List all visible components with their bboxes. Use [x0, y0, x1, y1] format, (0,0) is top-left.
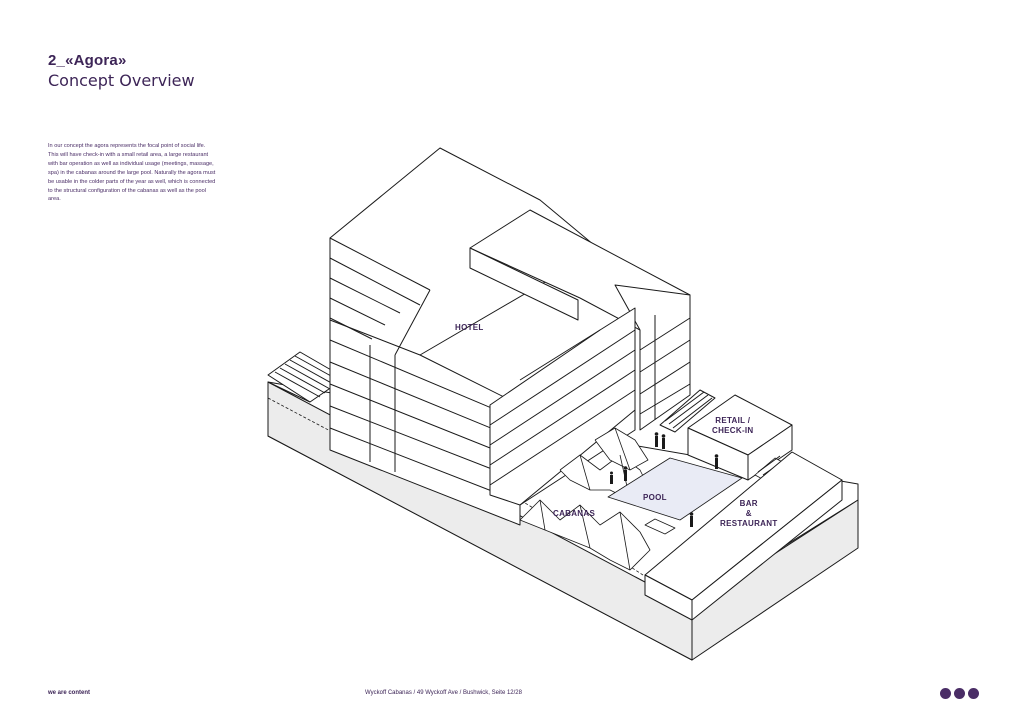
footer-page-info: Wyckoff Cabanas / 49 Wyckoff Ave / Bushw… [365, 690, 522, 696]
people [610, 432, 719, 527]
intro-line: be usable in the colder parts of the yea… [48, 178, 216, 185]
label-hotel: HOTEL [455, 323, 484, 332]
title-block: 2_«Agora» Concept Overview [48, 52, 195, 91]
brand-dot [954, 688, 965, 699]
intro-line: This will have check-in with a small ret… [48, 151, 209, 158]
intro-line: with bar operation as well as individual… [48, 160, 214, 167]
page-subtitle: Concept Overview [48, 71, 195, 90]
hotel-right-slab [489, 307, 636, 506]
intro-line: to the structural configuration of the c… [48, 187, 206, 194]
label-pool: POOL [643, 493, 667, 502]
intro-line: In our concept the agora represents the … [48, 143, 206, 149]
page-title: 2_«Agora» [48, 52, 127, 69]
middle-stair [659, 389, 716, 433]
bar-restaurant-block [644, 451, 843, 621]
brand-dots-logo [940, 688, 979, 699]
intro-text: In our concept the agora represents the … [48, 142, 270, 204]
intro-line: spa) in the cabanas around the large poo… [48, 169, 216, 176]
cabanas [519, 427, 651, 571]
label-cabanas: CABANAS [553, 509, 596, 518]
intro-line: area. [48, 196, 61, 203]
retail-checkin-box [687, 394, 793, 484]
brand-dot [968, 688, 979, 699]
footer-brand: we are content [48, 690, 91, 696]
hotel-rear-block [469, 209, 691, 431]
label-retail-checkin: RETAIL / CHECK-IN [712, 416, 754, 435]
hotel-tower [329, 147, 601, 526]
brand-dot [940, 688, 951, 699]
label-bar-restaurant: BAR & RESTAURANT [720, 499, 778, 528]
